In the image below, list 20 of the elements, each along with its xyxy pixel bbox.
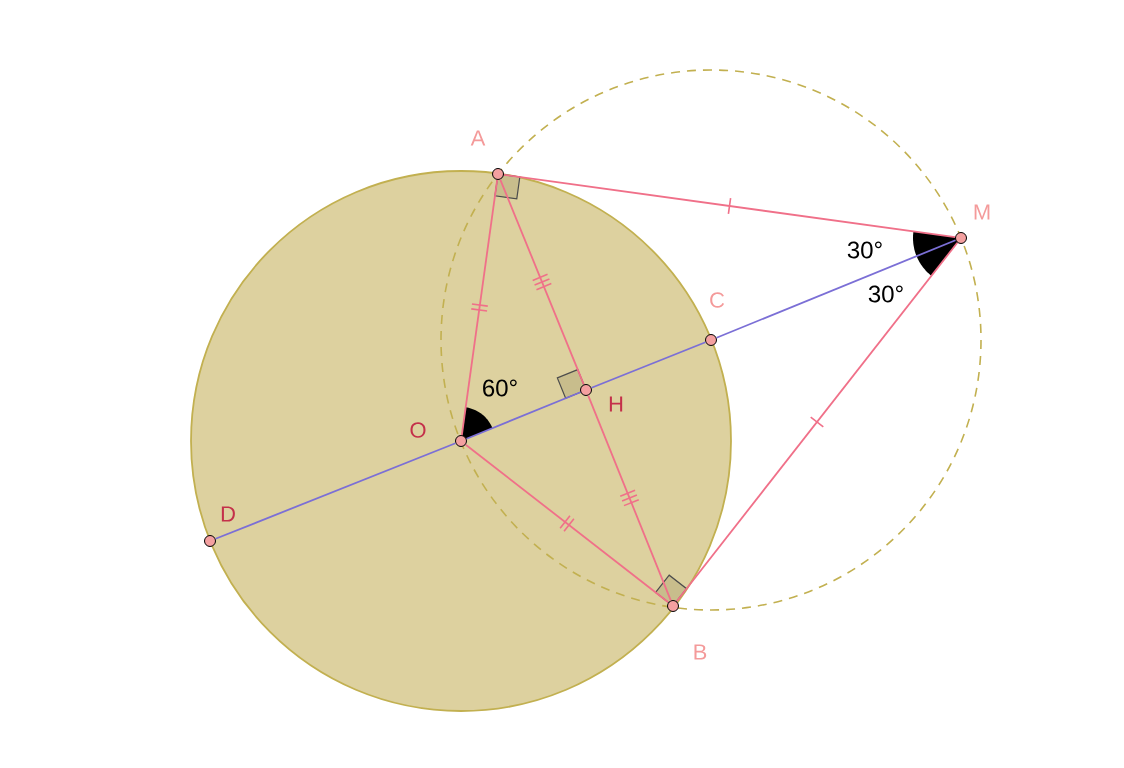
line-segment xyxy=(590,341,707,389)
point-label: H xyxy=(609,396,623,412)
line-segment xyxy=(499,178,585,386)
point-label: B xyxy=(694,644,707,660)
line-segment xyxy=(465,391,582,440)
line-segment xyxy=(587,394,672,602)
line-segment xyxy=(503,173,956,239)
angle-label: 30° xyxy=(847,241,882,259)
point-label: O xyxy=(410,422,426,438)
point-label: D xyxy=(221,506,235,522)
point-label: M xyxy=(974,204,990,220)
point-label: C xyxy=(710,292,725,308)
point-label: A xyxy=(470,130,486,146)
line-segment xyxy=(214,442,457,540)
line-segment xyxy=(464,443,670,604)
line-segment xyxy=(675,241,959,603)
angle-label: 60° xyxy=(483,379,517,397)
angle-label: 30° xyxy=(868,285,903,303)
line-segment xyxy=(715,239,957,339)
line-segment xyxy=(460,179,499,436)
